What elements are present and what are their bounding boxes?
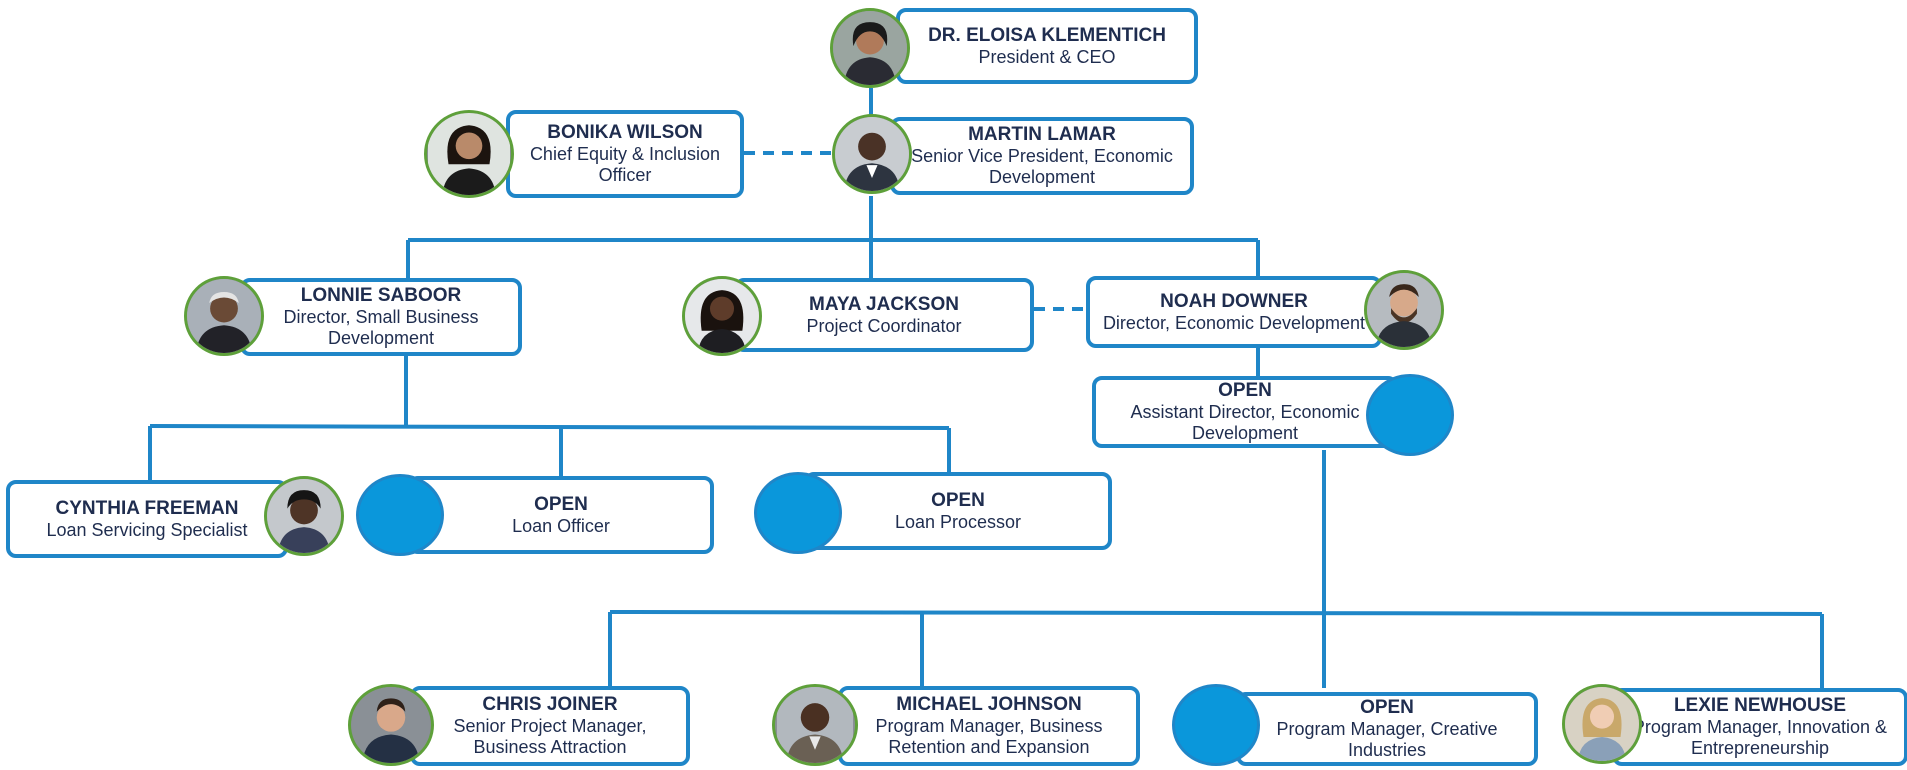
node-svp: MARTIN LAMAR Senior Vice President, Econ… (890, 117, 1194, 195)
node-title: Program Manager, Innovation & Entreprene… (1632, 717, 1888, 758)
node-title: Loan Officer (512, 515, 610, 536)
open-position-circle (1366, 374, 1454, 456)
avatar-senior-pm (348, 684, 434, 766)
avatar-pm-retention (772, 684, 858, 766)
node-name: OPEN (1218, 380, 1272, 402)
connector-bottom-bus (609, 610, 1823, 616)
node-loan-servicing: CYNTHIA FREEMAN Loan Servicing Specialis… (6, 480, 288, 558)
node-title: Project Coordinator (806, 315, 962, 336)
node-pm-innovation: LEXIE NEWHOUSE Program Manager, Innovati… (1612, 688, 1907, 766)
node-name: OPEN (931, 489, 985, 511)
node-pm-retention: MICHAEL JOHNSON Program Manager, Busines… (838, 686, 1140, 766)
node-small-business: LONNIE SABOOR Director, Small Business D… (240, 278, 522, 356)
node-name: OPEN (534, 493, 588, 515)
node-title: Loan Servicing Specialist (46, 519, 248, 540)
open-position-circle (754, 472, 842, 554)
avatar-ceo (830, 8, 910, 88)
node-name: MAYA JACKSON (809, 293, 959, 315)
node-senior-pm: CHRIS JOINER Senior Project Manager, Bus… (410, 686, 690, 766)
connector-level3-left-bus (149, 424, 950, 430)
avatar-small-business (184, 276, 264, 356)
node-loan-processor: OPEN Loan Processor (804, 472, 1112, 550)
node-coordinator: MAYA JACKSON Project Coordinator (734, 278, 1034, 352)
open-position-circle (356, 474, 444, 556)
node-title: Loan Processor (894, 511, 1022, 532)
avatar-equity (424, 110, 514, 198)
open-position-circle (1172, 684, 1260, 766)
node-director-ed: NOAH DOWNER Director, Economic Developme… (1086, 276, 1382, 348)
node-pm-creative: OPEN Program Manager, Creative Industrie… (1236, 692, 1538, 766)
avatar-pm-innovation (1562, 684, 1642, 764)
avatar-loan-servicing (264, 476, 344, 556)
node-name: MICHAEL JOHNSON (896, 694, 1082, 716)
node-assistant-director: OPEN Assistant Director, Economic Develo… (1092, 376, 1398, 448)
node-title: Director, Economic Development (1102, 312, 1366, 333)
node-name: LEXIE NEWHOUSE (1673, 695, 1847, 717)
node-name: LONNIE SABOOR (300, 285, 462, 307)
node-name: BONIKA WILSON (547, 122, 703, 144)
node-title: Chief Equity & Inclusion Officer (529, 144, 721, 185)
node-title: Program Manager, Creative Industries (1276, 719, 1498, 760)
node-name: NOAH DOWNER (1160, 290, 1308, 312)
node-title: Assistant Director, Economic Development (1130, 402, 1360, 443)
avatar-director-ed (1364, 270, 1444, 350)
node-name: CYNTHIA FREEMAN (55, 497, 239, 519)
node-name: DR. ELOISA KLEMENTICH (928, 24, 1166, 46)
node-loan-officer: OPEN Loan Officer (408, 476, 714, 554)
node-title: Director, Small Business Development (283, 307, 479, 348)
node-title: Senior Vice President, Economic Developm… (911, 146, 1173, 187)
node-title: President & CEO (978, 46, 1116, 67)
node-equity: BONIKA WILSON Chief Equity & Inclusion O… (506, 110, 744, 198)
node-title: Senior Project Manager, Business Attract… (453, 716, 647, 757)
node-title: Program Manager, Business Retention and … (875, 716, 1103, 757)
avatar-svp (832, 114, 912, 194)
node-name: MARTIN LAMAR (968, 124, 1116, 146)
avatar-coordinator (682, 276, 762, 356)
node-ceo: DR. ELOISA KLEMENTICH President & CEO (896, 8, 1198, 84)
node-name: OPEN (1360, 697, 1414, 719)
node-name: CHRIS JOINER (482, 694, 618, 716)
